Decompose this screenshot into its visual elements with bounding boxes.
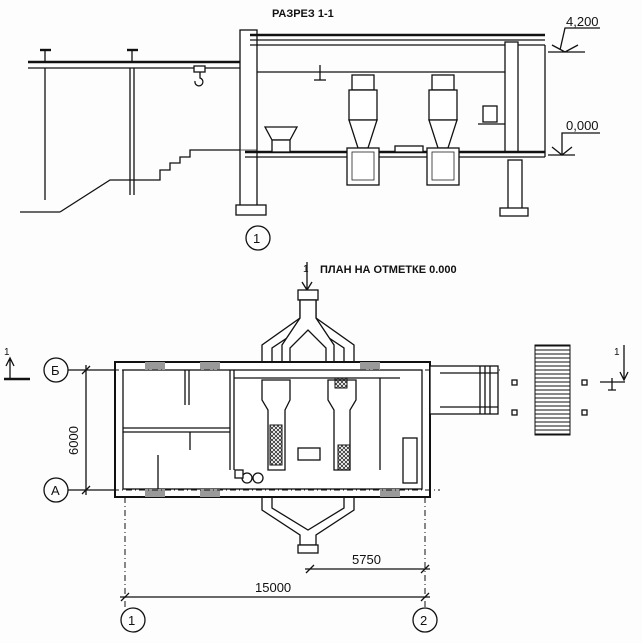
- entrance-stair: [429, 344, 625, 436]
- plan-view: ПЛАН НА ОТМЕТКЕ 0.000 1: [4, 262, 629, 633]
- dim-length-label: 15000: [255, 580, 291, 595]
- cyclones-plan: [261, 377, 357, 471]
- axis-1-section-label: 1: [253, 231, 260, 246]
- cut-mark-left: 1: [4, 347, 30, 381]
- duct-network: [261, 289, 355, 554]
- svg-text:1: 1: [4, 347, 10, 358]
- level-top-label: 4,200: [566, 14, 599, 29]
- axis-1-section-circle: [245, 225, 271, 251]
- dim-width-label: 6000: [66, 426, 81, 455]
- dim-partial-label: 5750: [352, 552, 381, 567]
- level-mark-top: 4,200: [548, 14, 600, 53]
- svg-text:1: 1: [614, 347, 620, 358]
- axis-a-label: А: [51, 483, 60, 498]
- axis-2-circle: [412, 607, 438, 633]
- axis-1-label: 1: [128, 613, 135, 628]
- plan-title: ПЛАН НА ОТМЕТКЕ 0.000: [320, 264, 457, 276]
- level-floor-label: 0,000: [566, 118, 599, 133]
- axis-2-label: 2: [420, 613, 427, 628]
- level-mark-floor: 0,000: [548, 118, 600, 156]
- cut-mark-top-label: 1: [303, 264, 309, 275]
- axis-b-label: Б: [51, 363, 60, 378]
- cut-mark-right: 1: [614, 345, 629, 382]
- hopper: [263, 126, 299, 141]
- crane-gallery: [20, 48, 505, 213]
- section-view: РАЗРЕЗ 1-1: [20, 8, 600, 251]
- equipment-section: [263, 74, 505, 186]
- section-title: РАЗРЕЗ 1-1: [272, 8, 334, 20]
- axis-1-circle: [120, 607, 146, 633]
- building-frame: [235, 29, 546, 217]
